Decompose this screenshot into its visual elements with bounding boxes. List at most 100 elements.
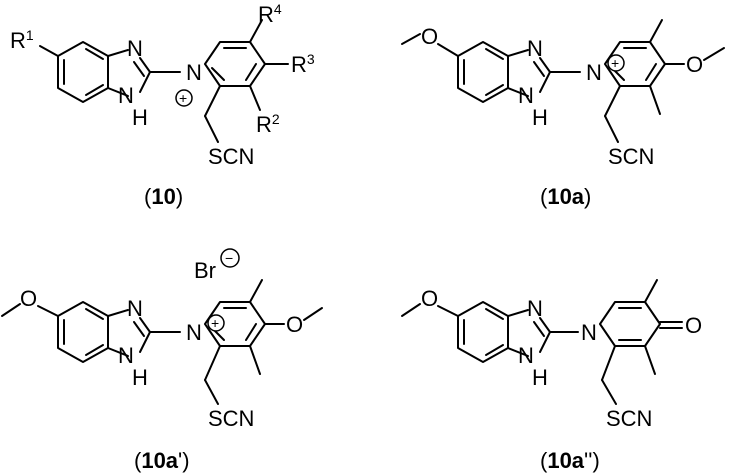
positive-charge-icon (207, 314, 225, 332)
methyl-bond (303, 307, 323, 321)
imidazole-n: N (527, 36, 543, 61)
imidazole-nh-n: N (518, 343, 534, 368)
bond (1, 303, 21, 317)
methyl-bond (644, 345, 656, 375)
benzene-ring (57, 301, 109, 363)
imidazole-n: N (127, 296, 143, 321)
benzene-ring (457, 301, 509, 363)
double-bond (211, 67, 225, 81)
bond (604, 115, 619, 143)
scn-label: SCN (208, 406, 254, 431)
bond (107, 347, 129, 357)
methoxy-o: O (286, 312, 303, 337)
imidazole-nh-h: H (132, 365, 148, 390)
methoxy-o: O (421, 286, 438, 311)
bond (507, 49, 529, 57)
benzene-ring (457, 41, 509, 103)
imidazole-nh-n: N (118, 343, 134, 368)
imidazole-nh-h: H (532, 105, 548, 130)
double-bond (245, 323, 257, 341)
bond (133, 321, 145, 337)
structure-10a-double-prime: O N N H N O SCN (10a'') (401, 279, 702, 473)
imidazole-nh-h: H (532, 365, 548, 390)
scn-label: SCN (208, 144, 254, 169)
double-bond (85, 84, 104, 96)
pyridinium-n: N (586, 60, 602, 85)
bond (249, 19, 263, 43)
pyridinium-n: N (186, 60, 202, 85)
bond (437, 305, 459, 317)
imidazole-nh-n: N (118, 83, 134, 108)
carbonyl-o: O (685, 313, 702, 338)
caption-10: (10) (144, 184, 183, 209)
methoxy-o: O (20, 286, 37, 311)
methyl-bond (649, 85, 661, 115)
methyl-bond (249, 279, 263, 303)
double-bond (85, 48, 104, 60)
methoxy-o: O (421, 24, 438, 49)
double-bond (485, 308, 504, 320)
bond (539, 71, 551, 93)
imidazole-n: N (127, 36, 143, 61)
bond (139, 71, 151, 93)
r3-label: R3 (291, 51, 315, 77)
double-bond (485, 344, 504, 356)
benzene-ring (57, 41, 109, 103)
bond (539, 317, 551, 333)
positive-charge-icon (175, 89, 193, 107)
bromide-label: Br (194, 258, 216, 283)
plus-sign: + (611, 55, 619, 71)
double-bond (85, 344, 104, 356)
minus-sign: − (225, 250, 233, 266)
bond (539, 57, 551, 73)
bond (139, 317, 151, 333)
bond (37, 305, 59, 317)
double-bond (85, 308, 104, 320)
bond (601, 379, 617, 405)
scn-label: SCN (608, 144, 654, 169)
negative-charge-icon (220, 248, 240, 268)
caption-10a-double-prime: (10a'') (540, 448, 600, 473)
bond (204, 379, 219, 405)
imidazole-nh-n: N (518, 83, 534, 108)
structure-10a-prime: O N N H N + O Br − SCN (10a') (1, 248, 323, 473)
methyl-bond (649, 19, 663, 43)
structure-10: R1 N N H N + R4 R3 R2 SCN (10) (10, 1, 315, 209)
caption-10a: (10a) (540, 184, 591, 209)
r4-label: R4 (258, 1, 282, 27)
bond (604, 85, 621, 117)
bond (533, 321, 545, 337)
imidazole-nh-h: H (132, 105, 148, 130)
bond (533, 61, 545, 77)
double-bond (485, 48, 504, 60)
imidazole-n: N (527, 296, 543, 321)
r2-label: R2 (256, 111, 280, 137)
bond (139, 331, 151, 353)
bond (401, 33, 421, 45)
scn-label: SCN (606, 406, 652, 431)
bond (133, 61, 145, 77)
bond (539, 331, 551, 353)
bond (401, 303, 421, 317)
caption-10a-prime: (10a') (134, 448, 190, 473)
bond (507, 309, 529, 317)
bond (507, 87, 529, 97)
methyl-bond (249, 345, 261, 375)
bond (601, 345, 616, 381)
bond (107, 87, 129, 97)
methyl-bond (703, 47, 725, 61)
bond (204, 345, 221, 381)
bond (249, 85, 261, 111)
bond (507, 347, 529, 357)
bond (437, 43, 459, 57)
bond (139, 57, 151, 73)
bond (107, 49, 129, 57)
bond (107, 309, 129, 317)
bond (204, 115, 219, 143)
plus-sign: + (179, 90, 187, 106)
methoxy-o: O (686, 52, 703, 77)
structure-10a: O N N H N + O SCN (10a) (401, 19, 725, 209)
pyridone-n: N (581, 320, 597, 345)
